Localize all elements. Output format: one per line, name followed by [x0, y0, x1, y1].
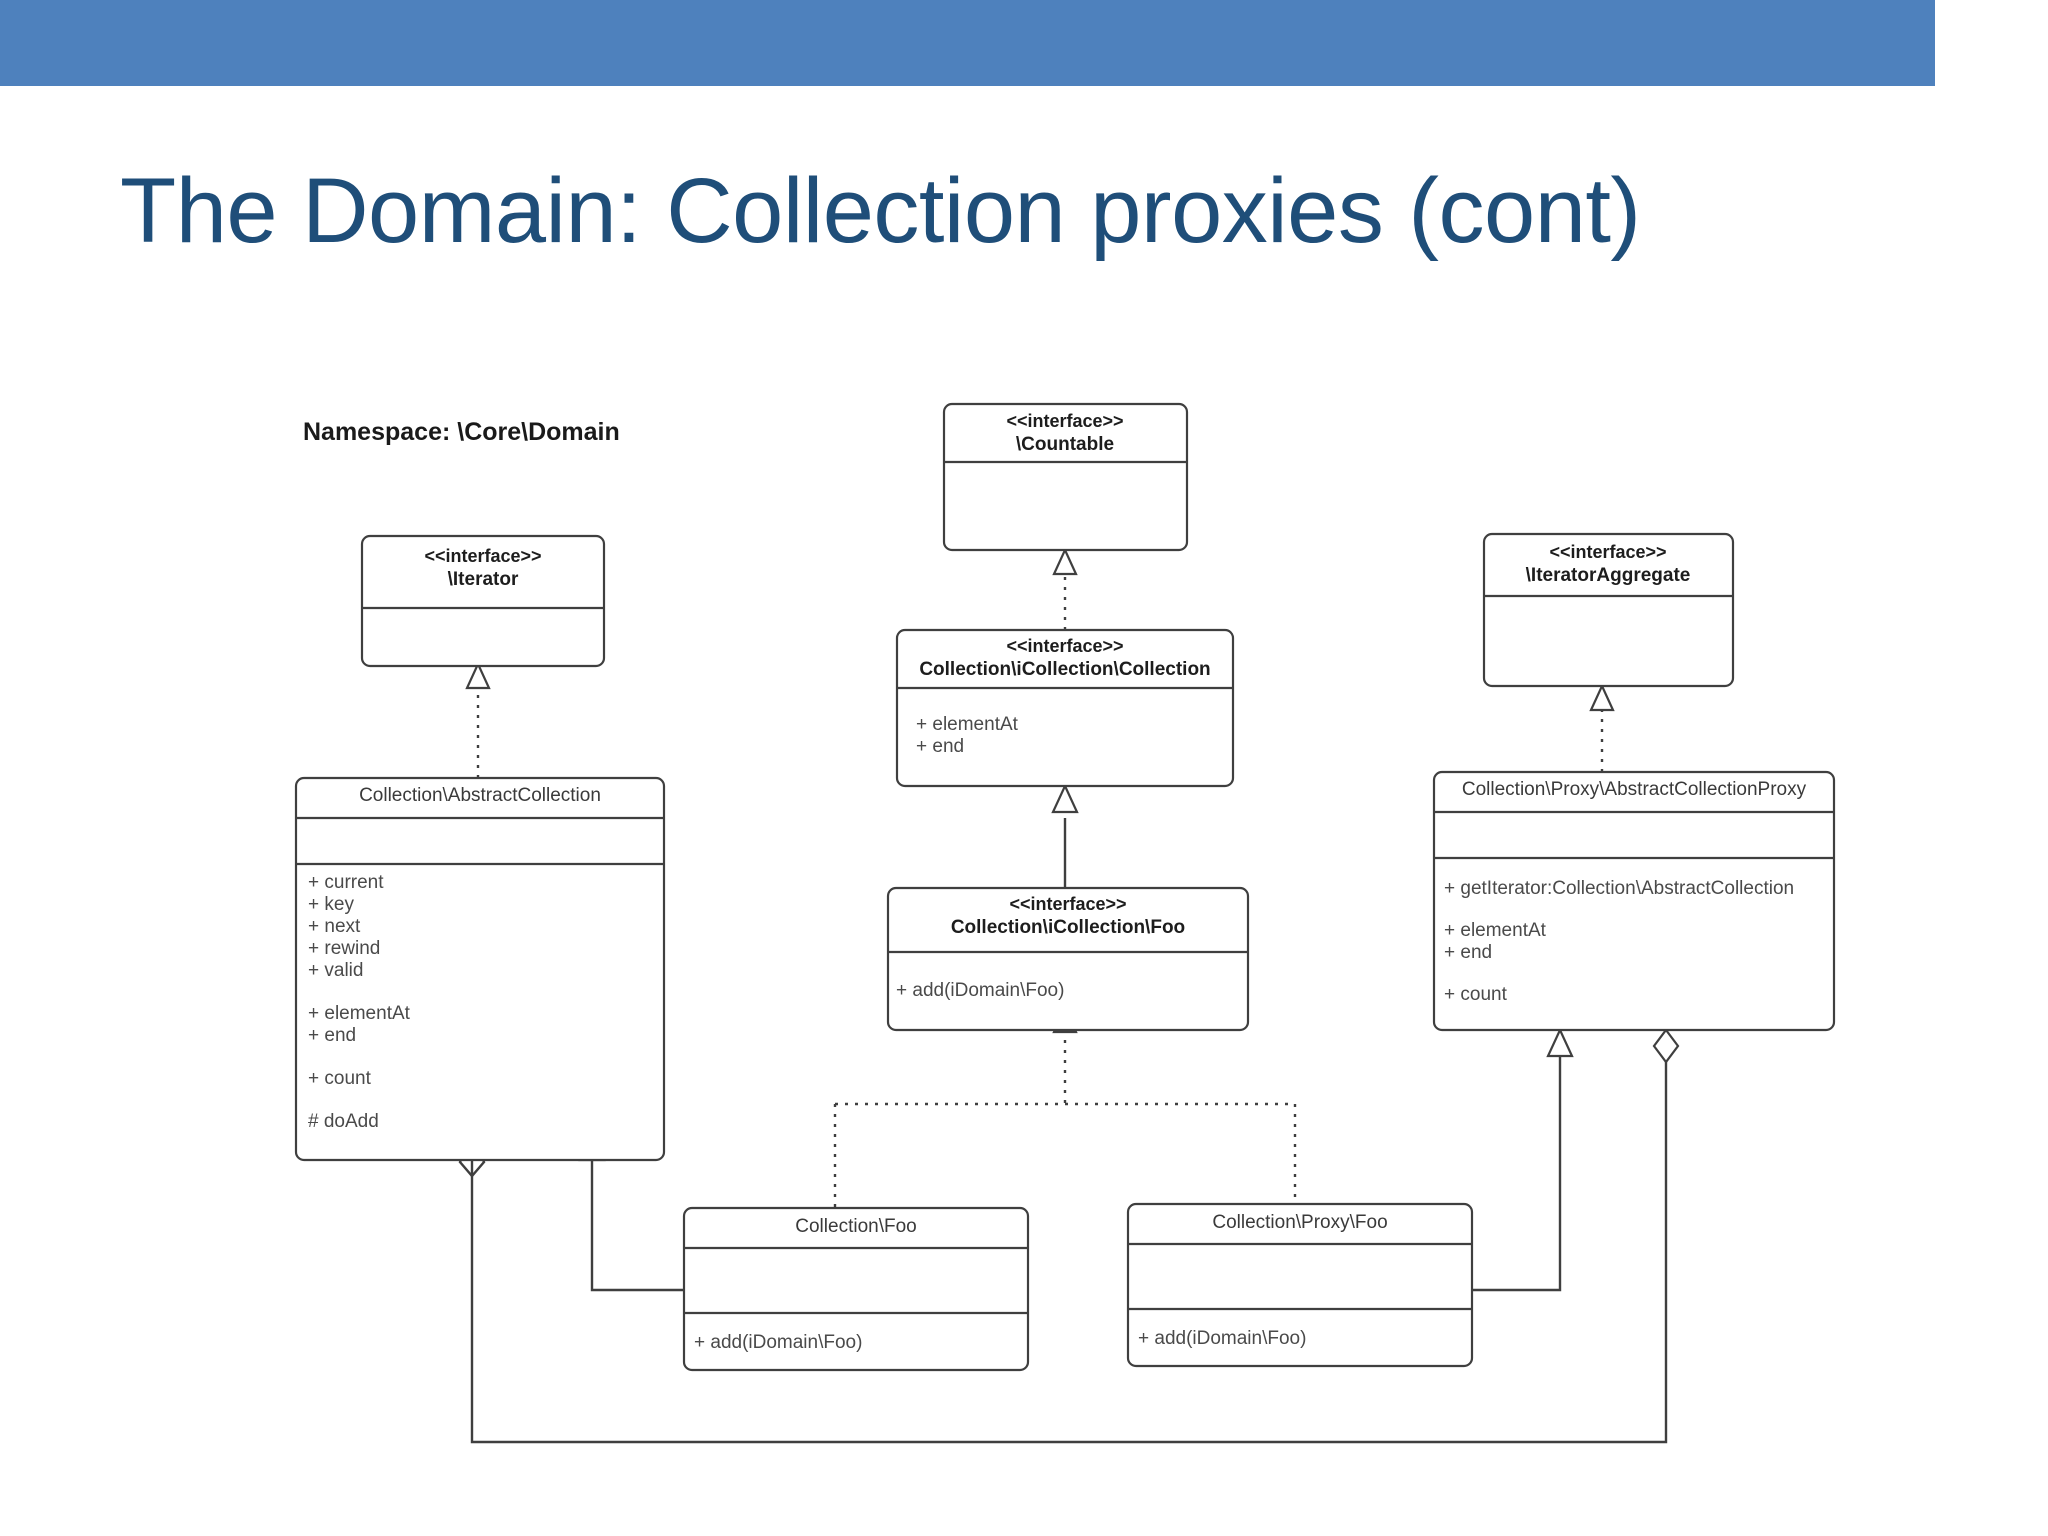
page-title: The Domain: Collection proxies (cont) — [120, 160, 1641, 262]
class-stereotype: <<interface>> — [1009, 894, 1126, 914]
class-name: Collection\AbstractCollection — [359, 785, 601, 806]
class-member: + end — [308, 1025, 356, 1046]
class-name: Collection\Proxy\AbstractCollectionProxy — [1462, 779, 1807, 800]
class-member: + current — [308, 872, 384, 893]
class-box-collection-proxy-foo[interactable]: Collection\Proxy\Foo + add(iDomain\Foo) — [1126, 1202, 1474, 1368]
class-member: + next — [308, 916, 361, 937]
class-member: + add(iDomain\Foo) — [694, 1332, 862, 1353]
class-member: + getIterator:Collection\AbstractCollect… — [1444, 878, 1794, 899]
class-member: + elementAt — [916, 714, 1019, 735]
class-box-collection-foo[interactable]: Collection\Foo + add(iDomain\Foo) — [682, 1206, 1030, 1372]
class-box-abstract-collection-proxy[interactable]: Collection\Proxy\AbstractCollectionProxy… — [1432, 770, 1836, 1032]
connector-proxyfoo-to-abstractcollectionproxy — [1472, 1027, 1574, 1292]
class-member: + elementAt — [1444, 920, 1547, 941]
class-member: + add(iDomain\Foo) — [1138, 1328, 1306, 1349]
class-name: Collection\iCollection\Foo — [951, 917, 1185, 938]
class-box-abstract-collection[interactable]: Collection\AbstractCollection + current … — [294, 776, 666, 1162]
class-name: Collection\iCollection\Collection — [919, 659, 1210, 680]
connector-icollection-to-countable — [1052, 547, 1078, 630]
class-stereotype: <<interface>> — [1006, 636, 1123, 656]
class-stereotype: <<interface>> — [1006, 411, 1123, 431]
connector-foos-to-icollectionfoo — [833, 1005, 1297, 1208]
class-name: Collection\Foo — [795, 1216, 916, 1237]
class-member: + count — [308, 1068, 372, 1089]
class-box-icollection-foo[interactable]: <<interface>> Collection\iCollection\Foo… — [886, 886, 1250, 1032]
class-stereotype: <<interface>> — [424, 546, 541, 566]
class-member: + key — [308, 894, 354, 915]
class-member: + add(iDomain\Foo) — [896, 980, 1064, 1001]
class-member: # doAdd — [308, 1111, 379, 1132]
class-member: + rewind — [308, 938, 380, 959]
slide-header-bar — [0, 0, 1935, 86]
class-box-countable[interactable]: <<interface>> \Countable — [942, 402, 1189, 552]
connector-proxy-to-iteratoraggregate — [1589, 683, 1615, 772]
class-name: \Countable — [1016, 434, 1114, 455]
class-name: \Iterator — [448, 569, 519, 590]
connector-icollectionfoo-to-icollectioncollection — [1051, 783, 1079, 888]
class-box-iterator-aggregate[interactable]: <<interface>> \IteratorAggregate — [1482, 532, 1735, 688]
connector-abstractcollection-to-iterator — [465, 661, 491, 778]
namespace-label: Namespace: \Core\Domain — [303, 418, 620, 446]
class-name: Collection\Proxy\Foo — [1212, 1212, 1387, 1233]
class-member: + count — [1444, 984, 1508, 1005]
class-member: + valid — [308, 960, 363, 981]
class-member: + elementAt — [308, 1003, 411, 1024]
class-box-iterator[interactable]: <<interface>> \Iterator — [360, 534, 606, 668]
class-stereotype: <<interface>> — [1549, 542, 1666, 562]
class-member: + end — [1444, 942, 1492, 963]
class-name: \IteratorAggregate — [1526, 565, 1691, 586]
class-box-icollection-collection[interactable]: <<interface>> Collection\iCollection\Col… — [895, 628, 1235, 788]
class-member: + end — [916, 736, 964, 757]
